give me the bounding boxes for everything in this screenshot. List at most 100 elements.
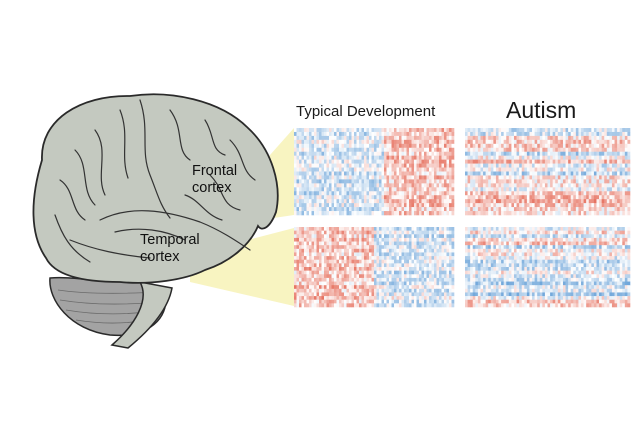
heatmap-cell	[511, 135, 515, 141]
heatmap-cell	[354, 143, 357, 149]
heatmap-cell	[451, 147, 455, 153]
heatmap-cell	[374, 274, 377, 279]
heatmap-cell	[304, 199, 307, 204]
heatmap-cell	[434, 171, 437, 176]
heatmap-cell	[508, 259, 512, 264]
heatmap-cell	[488, 245, 492, 250]
heatmap-cell	[568, 167, 572, 172]
heatmap-cell	[391, 179, 395, 184]
heatmap-cell	[544, 245, 548, 250]
heatmap-cell	[356, 237, 360, 242]
heatmap-cell	[424, 171, 427, 176]
heatmap-cell	[521, 234, 525, 239]
heatmap-cell	[488, 179, 492, 184]
heatmap-cell	[429, 199, 432, 204]
heatmap-cell	[483, 203, 486, 208]
heatmap-cell	[516, 171, 520, 176]
heatmap-cell	[480, 259, 484, 264]
heatmap-cell	[601, 237, 605, 242]
heatmap-cell	[601, 183, 605, 188]
heatmap-cell	[361, 259, 365, 264]
heatmap-cell	[364, 267, 367, 271]
heatmap-cell	[384, 143, 387, 149]
heatmap-cell	[416, 163, 420, 168]
heatmap-cell	[304, 191, 307, 196]
heatmap-cell	[354, 299, 357, 304]
heatmap-cell	[304, 270, 307, 275]
heatmap-cell	[542, 163, 546, 168]
heatmap-cell	[557, 203, 561, 208]
heatmap-cell	[498, 241, 502, 246]
heatmap-cell	[444, 171, 447, 176]
heatmap-cell	[581, 252, 584, 257]
heatmap-cell	[532, 191, 535, 196]
heatmap-cell	[446, 147, 450, 153]
heatmap-cell	[506, 241, 510, 246]
heatmap-cell	[619, 183, 623, 188]
heatmap-cell	[552, 237, 556, 242]
heatmap-cell	[565, 234, 569, 239]
heatmap-cell	[349, 252, 352, 257]
heatmap-cell	[306, 285, 310, 290]
heatmap-cell	[480, 263, 484, 268]
heatmap-cell	[599, 191, 602, 196]
heatmap-cell	[544, 151, 548, 156]
heatmap-cell	[401, 252, 405, 257]
heatmap-cell	[609, 245, 613, 250]
heatmap-cell	[299, 199, 302, 204]
heatmap-cell	[339, 159, 342, 164]
heatmap-cell	[331, 179, 335, 184]
heatmap-cell	[606, 252, 610, 257]
heatmap-cell	[593, 211, 597, 216]
heatmap-cell	[439, 191, 442, 196]
heatmap-cell	[371, 171, 375, 176]
heatmap-cell	[359, 299, 362, 304]
heatmap-cell	[361, 263, 365, 268]
heatmap-cell	[573, 147, 577, 153]
heatmap-cell	[341, 187, 345, 192]
heatmap-cell	[539, 199, 543, 204]
heatmap-cell	[557, 128, 561, 133]
heatmap-cell	[379, 159, 382, 164]
heatmap-cell	[513, 199, 517, 204]
heatmap-cell	[309, 227, 312, 231]
heatmap-cell	[503, 256, 507, 261]
heatmap-cell	[301, 227, 305, 231]
heatmap-cell	[529, 256, 533, 261]
heatmap-cell	[294, 281, 297, 286]
heatmap-cell	[341, 248, 345, 253]
heatmap-cell	[516, 256, 520, 261]
heatmap-cell	[366, 199, 370, 204]
heatmap-cell	[311, 147, 315, 153]
heatmap-cell	[359, 245, 362, 250]
heatmap-cell	[467, 259, 471, 264]
heatmap-cell	[419, 277, 422, 282]
heatmap-cell	[301, 171, 305, 176]
heatmap-cell	[624, 230, 628, 235]
heatmap-cell	[349, 237, 352, 242]
heatmap-cell	[565, 248, 569, 253]
heatmap-cell	[354, 274, 357, 279]
heatmap-cell	[565, 207, 569, 212]
heatmap-cell	[606, 191, 610, 196]
heatmap-cell	[586, 263, 590, 268]
heatmap-cell	[441, 256, 445, 261]
heatmap-cell	[314, 281, 317, 286]
heatmap-cell	[550, 143, 553, 149]
heatmap-cell	[371, 199, 375, 204]
heatmap-cell	[314, 183, 317, 188]
heatmap-cell	[573, 155, 577, 160]
heatmap-cell	[326, 179, 330, 184]
heatmap-cell	[361, 274, 365, 279]
heatmap-cell	[369, 237, 372, 242]
heatmap-cell	[316, 183, 320, 188]
heatmap-cell	[414, 167, 417, 172]
heatmap-cell	[434, 199, 437, 204]
heatmap-cell	[371, 285, 375, 290]
heatmap-cell	[532, 256, 535, 261]
heatmap-cell	[331, 131, 335, 137]
heatmap-cell	[424, 159, 427, 164]
heatmap-cell	[376, 252, 380, 257]
heatmap-cell	[426, 285, 430, 290]
heatmap-cell	[604, 163, 608, 168]
